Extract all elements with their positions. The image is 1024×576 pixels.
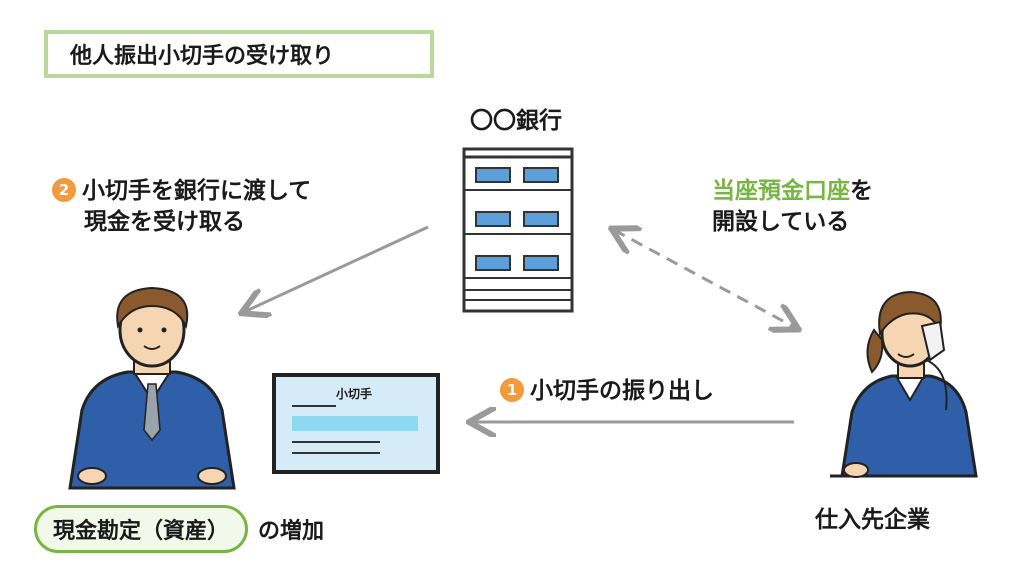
- step2-line1: 小切手を銀行に渡して: [82, 178, 312, 204]
- businessman-icon: [68, 286, 236, 490]
- page-title-text: 他人振出小切手の受け取り: [70, 44, 335, 69]
- bank-name: 〇〇銀行: [470, 108, 562, 134]
- result-statement: 現金勘定（資産） の増加: [34, 505, 324, 553]
- step2-number-badge: 2: [52, 178, 76, 202]
- check-icon: [272, 373, 440, 474]
- result-suffix: の増加: [258, 519, 325, 544]
- account-line1-suffix: を: [850, 178, 873, 204]
- step1-number-badge: 1: [500, 378, 524, 402]
- company-name: 仕入先企業: [815, 507, 930, 533]
- dashed-arrow-bank-company: [614, 230, 796, 328]
- bank-building-icon: [462, 147, 574, 313]
- result-account-pill: 現金勘定（資産）: [34, 505, 249, 553]
- step2-line2: 現金を受け取る: [84, 209, 245, 235]
- businesswoman-on-phone-icon: [830, 290, 978, 478]
- arrow-bank-to-recipient: [244, 225, 429, 312]
- step1-text: 小切手の振り出し: [530, 378, 714, 404]
- page-title: 他人振出小切手の受け取り: [44, 30, 434, 78]
- check-label: 小切手: [336, 387, 373, 401]
- account-highlight: 当座預金口座: [712, 178, 850, 204]
